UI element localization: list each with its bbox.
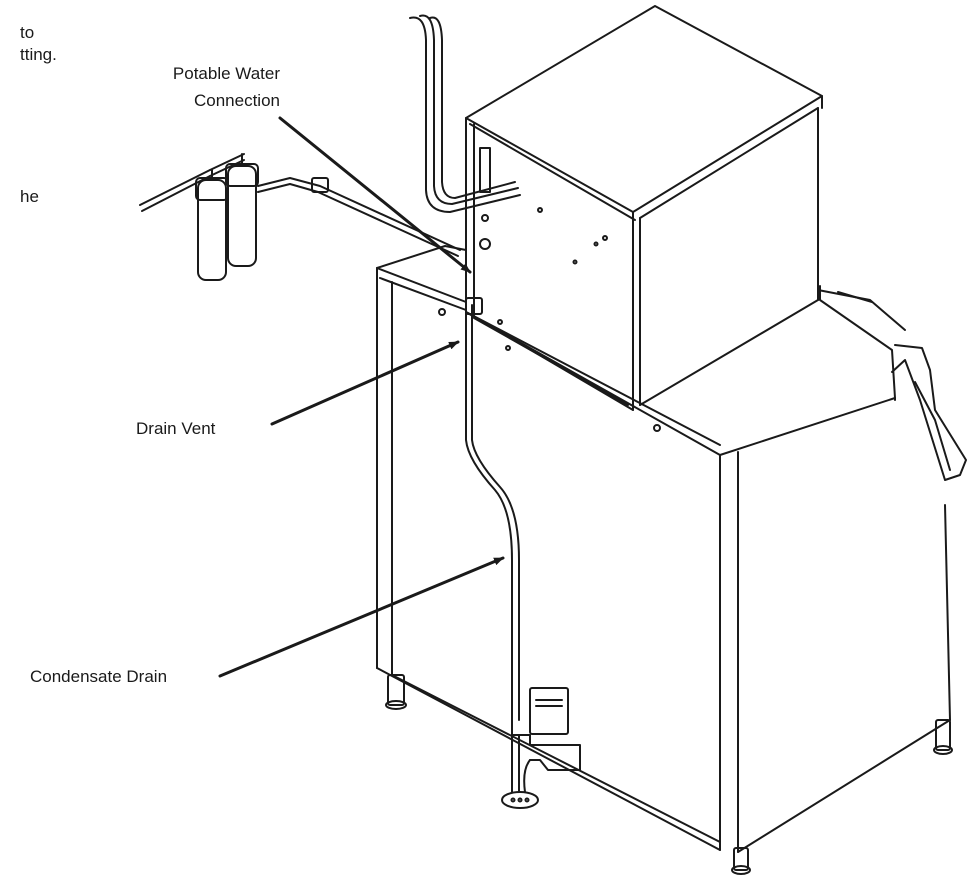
water-filters [139, 153, 461, 281]
drain-tubes [465, 304, 581, 809]
partial-label-1: to [20, 23, 35, 42]
potable-water-arrow [278, 116, 472, 274]
storage-bin [376, 245, 967, 875]
partial-label-3: he [20, 187, 39, 206]
condensate-drain-arrow [218, 556, 505, 678]
drain-vent-arrow [270, 340, 460, 426]
supply-pipes [409, 14, 521, 213]
potable-water-label-line2: Connection [193, 91, 280, 110]
partial-label-2: tting. [20, 45, 57, 64]
condensate-drain-label: Condensate Drain [30, 667, 168, 686]
potable-water-label-line1: Potable Water [172, 64, 280, 83]
callout-arrows [218, 116, 505, 678]
drain-vent-label: Drain Vent [136, 419, 216, 438]
ice-machine-head [465, 5, 823, 411]
